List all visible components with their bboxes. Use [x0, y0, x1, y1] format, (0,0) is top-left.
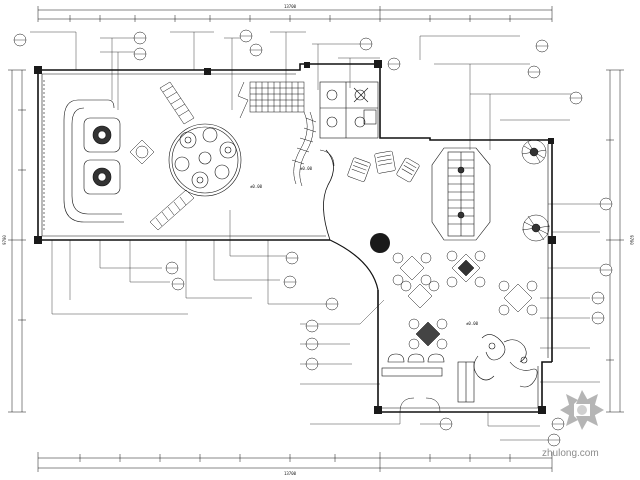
long-display-table — [431, 147, 491, 241]
plant-decoration-left — [129, 139, 155, 165]
bottom-dimension-chain — [37, 452, 553, 472]
main-staircase — [249, 81, 317, 187]
round-flower-feature — [168, 123, 242, 197]
exterior-walls-double — [41, 73, 549, 409]
plant-top-right — [521, 139, 547, 165]
bottom-total-dimension: 13700 — [284, 471, 297, 476]
round-column — [370, 233, 390, 253]
elevation-marker-lower: ±0.00 — [466, 321, 479, 326]
left-total-dimension: 9700 — [2, 235, 7, 245]
elevation-marker-right: ±0.00 — [300, 166, 313, 171]
dining-table-set-3 — [400, 280, 440, 309]
dining-table-set-5 — [408, 318, 448, 350]
right-total-dimension: 9700 — [629, 235, 634, 245]
dining-table-set-1 — [392, 252, 432, 286]
elevation-marker-left: ±0.00 — [250, 184, 263, 189]
dining-table-set-4 — [498, 280, 538, 316]
entrance-doors — [399, 397, 441, 413]
zhulong-logo-icon — [560, 390, 604, 430]
restroom-block — [319, 81, 379, 139]
dining-table-set-2 — [446, 250, 486, 288]
callout-symbols — [13, 29, 613, 447]
watermark-text: zhulong.com — [542, 448, 599, 459]
lounge-chairs-right — [347, 150, 420, 183]
left-lounge-sofa-set — [43, 80, 124, 230]
diagonal-stairs — [149, 81, 195, 231]
stair-break-line — [237, 81, 249, 119]
curved-partition-wall — [329, 239, 379, 291]
bar-counter — [381, 353, 475, 403]
exterior-walls — [37, 63, 553, 413]
right-dimension-chain — [606, 69, 624, 413]
left-dimension-chain — [8, 69, 26, 413]
top-total-dimension: 13700 — [284, 4, 297, 9]
ornate-scroll-screen — [473, 334, 538, 388]
structural-columns — [34, 60, 556, 414]
plant-mid-right — [521, 214, 551, 242]
top-dimension-chain — [37, 6, 553, 22]
restroom-door-swing — [319, 149, 335, 167]
